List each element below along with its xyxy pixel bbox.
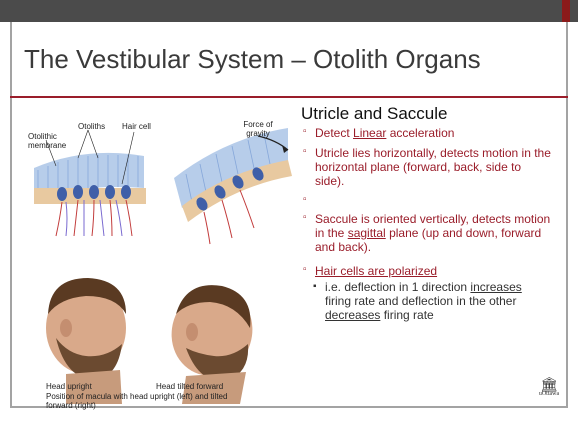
- bullet-hair-cells: ▫ Hair cells are polarized: [301, 264, 551, 278]
- slide-title: The Vestibular System – Otolith Organs: [24, 44, 481, 75]
- dot-bullet-icon: ▪: [313, 280, 317, 294]
- figure-caption: Position of macula with head upright (le…: [46, 392, 246, 410]
- otolith-figure: Otolithic membrane Otoliths Hair cell Fo…: [26, 118, 296, 404]
- label-otolithic-membrane: Otolithic membrane: [28, 132, 78, 150]
- square-bullet-icon: ▫: [303, 193, 307, 207]
- top-bar: [0, 0, 578, 22]
- bullet-list: ▫ Detect Linear acceleration ▫ Utricle l…: [301, 126, 551, 322]
- label-hair-cell: Hair cell: [122, 122, 151, 131]
- sub-bullet-polarized: ▪ i.e. deflection in 1 direction increas…: [301, 280, 551, 322]
- caption-head-upright: Head upright: [46, 382, 92, 391]
- square-bullet-icon: ▫: [303, 263, 307, 277]
- bullet-utricle: ▫ Utricle lies horizontally, detects mot…: [301, 146, 551, 188]
- title-rule: [10, 96, 568, 98]
- bullet-linear: ▫ Detect Linear acceleration: [301, 126, 551, 140]
- otolith-illustration: [26, 118, 296, 404]
- caption-head-tilted: Head tilted forward: [156, 382, 223, 391]
- square-bullet-icon: ▫: [303, 145, 307, 159]
- subheading: Utricle and Saccule: [301, 104, 447, 124]
- label-force-of-gravity: Force of gravity: [236, 120, 280, 138]
- university-building-icon: 🏛: [538, 377, 560, 391]
- logo-text: uOttawa: [538, 391, 560, 397]
- bullet-saccule: ▫ Saccule is oriented vertically, detect…: [301, 212, 551, 254]
- label-otoliths: Otoliths: [78, 122, 105, 131]
- top-bar-accent: [562, 0, 570, 22]
- square-bullet-icon: ▫: [303, 211, 307, 225]
- uottawa-logo: 🏛 uOttawa: [538, 377, 560, 397]
- bullet-empty: ▫: [301, 194, 551, 206]
- square-bullet-icon: ▫: [303, 125, 307, 139]
